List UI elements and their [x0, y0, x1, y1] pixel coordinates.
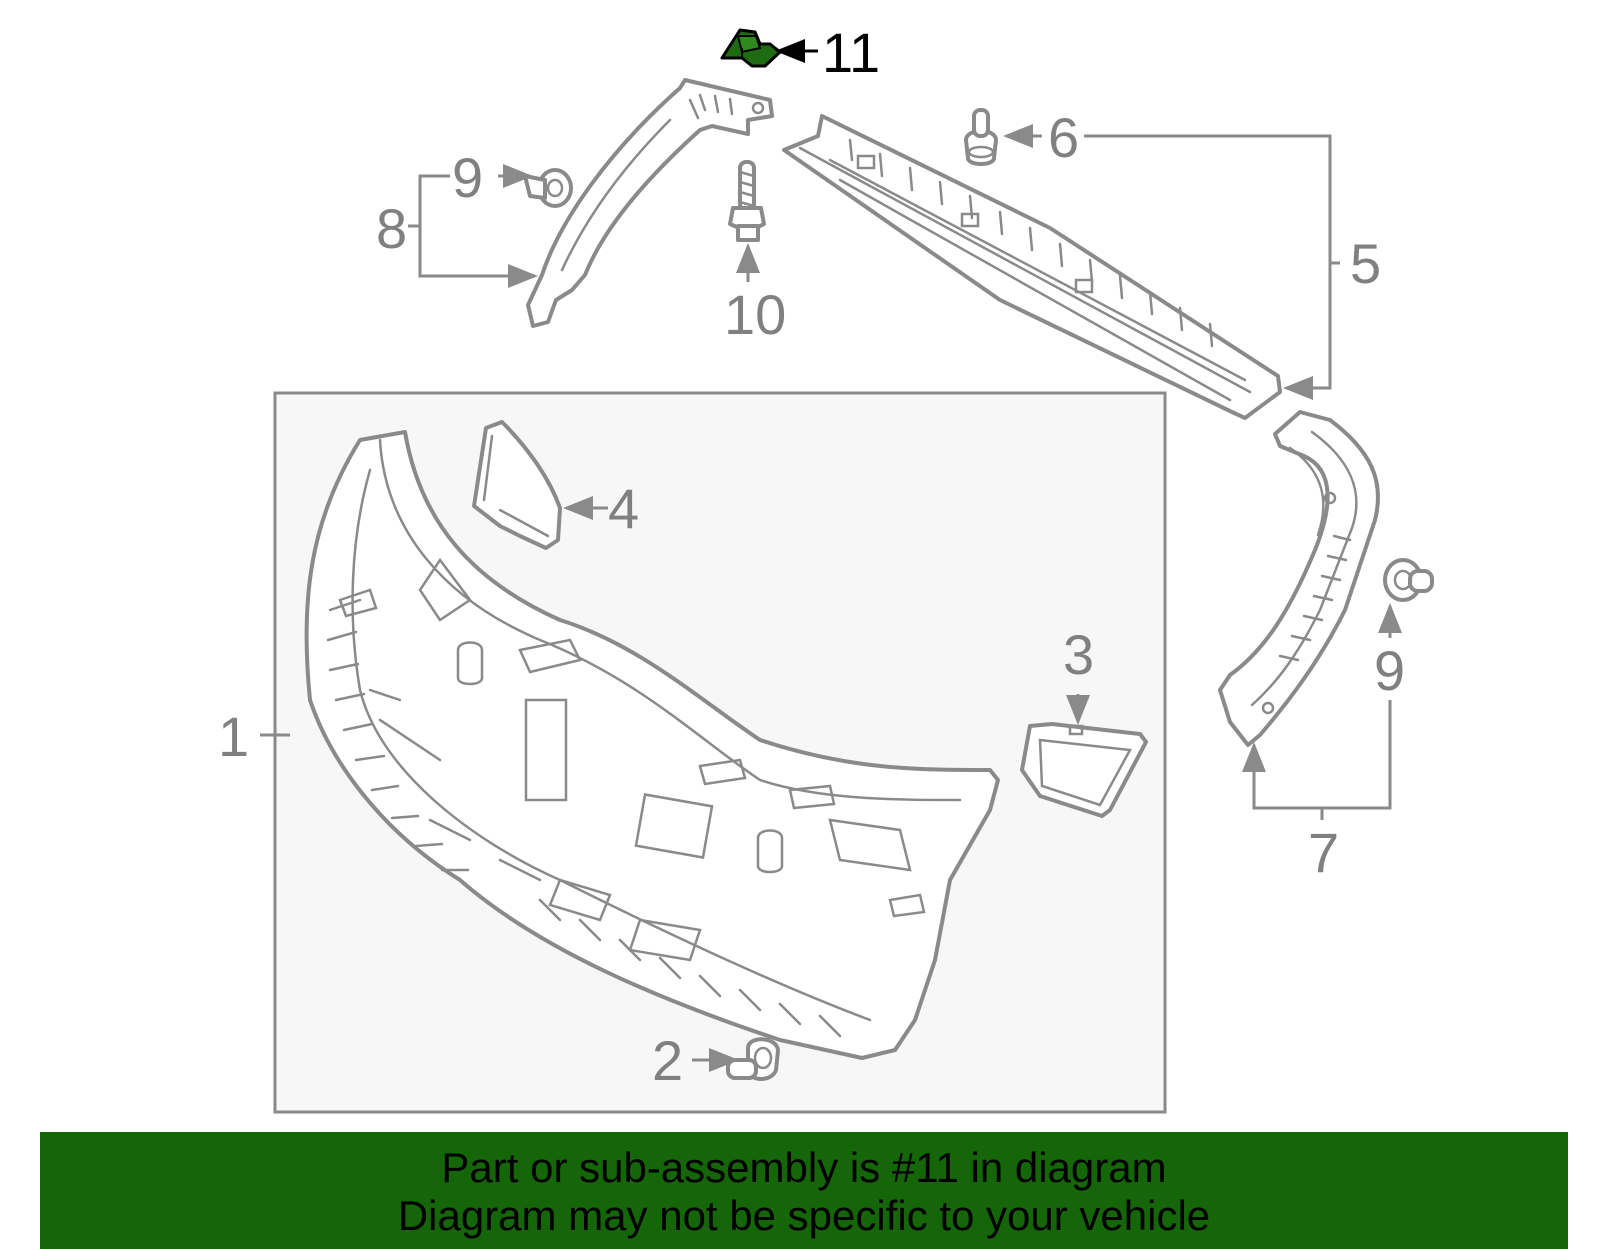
part-6-clip[interactable]: [964, 108, 998, 166]
part-2-clip[interactable]: [726, 1037, 780, 1081]
callout-9-upper: 9: [452, 146, 483, 209]
part-9-clip-right[interactable]: [1383, 558, 1434, 602]
part-3-cover[interactable]: [1020, 722, 1148, 818]
callout-5: 5: [1350, 232, 1381, 295]
callout-8: 8: [376, 197, 407, 260]
callout-2: 2: [652, 1029, 683, 1092]
info-banner: Part or sub-assembly is #11 in diagram D…: [40, 1132, 1568, 1249]
callout-1: 1: [218, 705, 249, 768]
part-7-pillar-trim[interactable]: [1218, 410, 1380, 747]
part-5-header-trim[interactable]: [782, 114, 1282, 420]
banner-line-2: Diagram may not be specific to your vehi…: [397, 1192, 1211, 1239]
part-4-cover[interactable]: [472, 420, 562, 550]
callout-3: 3: [1063, 623, 1094, 686]
banner-line-1: Part or sub-assembly is #11 in diagram: [441, 1144, 1167, 1191]
callout-9-right: 9: [1374, 639, 1405, 702]
part-11-clip[interactable]: [720, 28, 782, 68]
part-1-tailgate-trim-panel[interactable]: [304, 430, 1000, 1060]
callout-4: 4: [608, 477, 639, 540]
callout-7: 7: [1308, 821, 1339, 884]
callout-10: 10: [724, 283, 786, 346]
callout-6: 6: [1048, 106, 1079, 169]
part-9-clip-upper[interactable]: [523, 168, 573, 208]
part-8-pillar-trim[interactable]: [526, 78, 774, 328]
callout-11: 11: [822, 21, 880, 84]
part-10-bolt[interactable]: [728, 160, 766, 242]
